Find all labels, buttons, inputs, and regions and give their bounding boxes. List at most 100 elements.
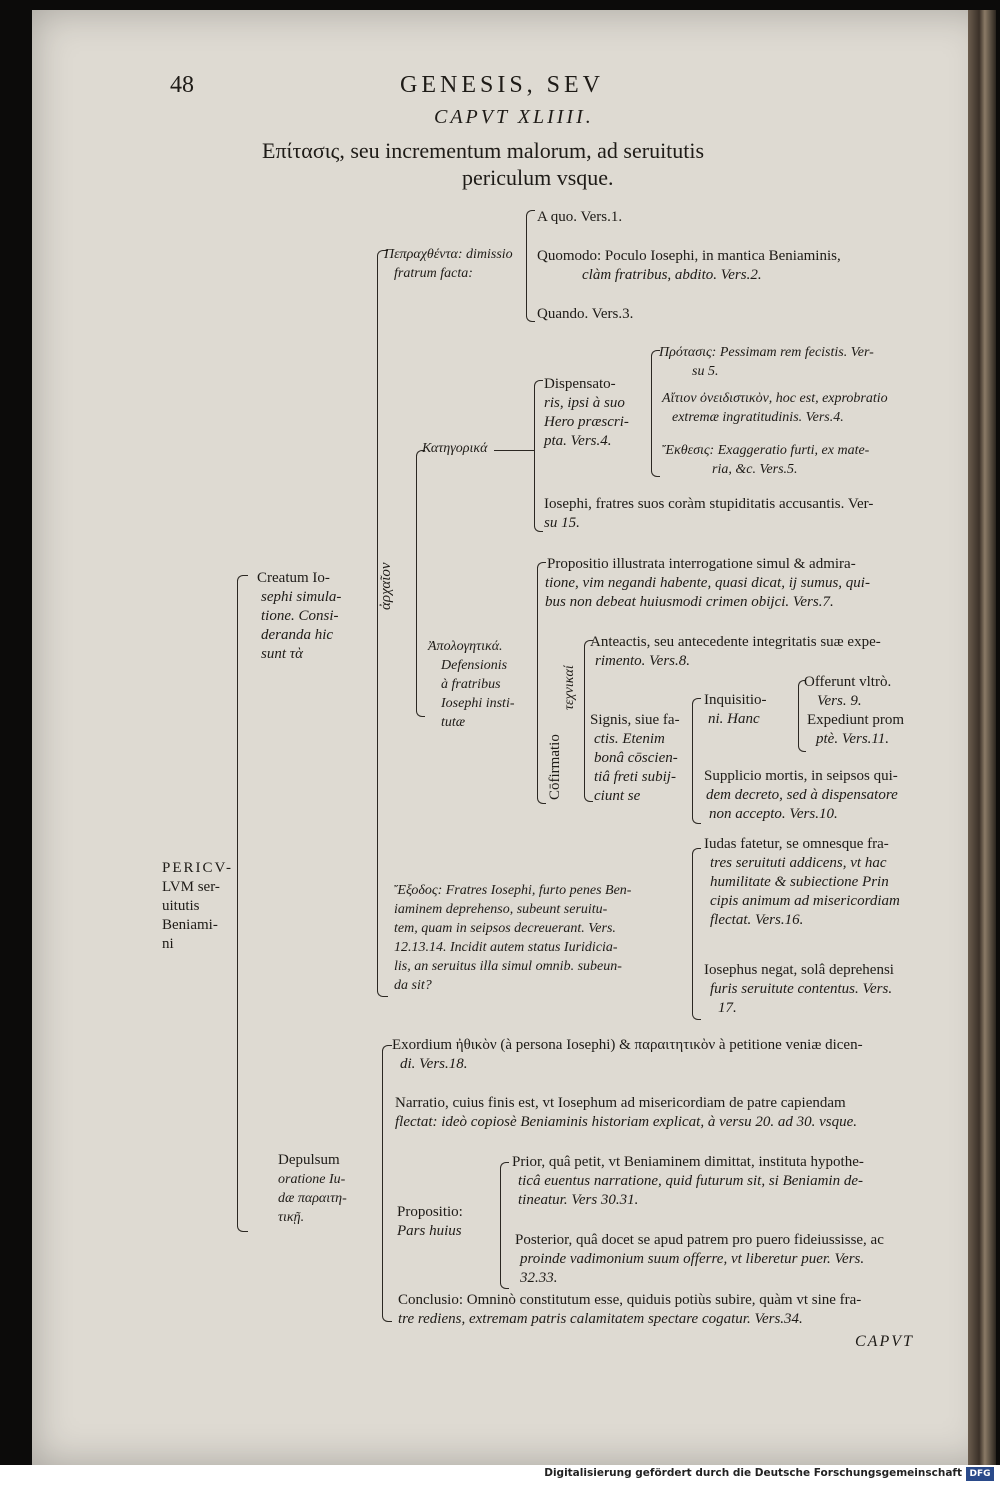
creatum-label: Creatum Io- (257, 570, 330, 586)
iudas-item: tres seruituti addicens, vt hac (710, 855, 887, 871)
signis-label: ctis. Etenim (594, 731, 665, 747)
exordium-item: Exordium ἠθικὸν (à persona Iosephi) & πα… (392, 1037, 863, 1053)
confirmatio-bracket (584, 640, 593, 802)
exodos-bracket (692, 848, 701, 1020)
protasis-item: su 5. (692, 364, 719, 379)
root-label: ni (162, 936, 174, 952)
exodos-item: tem, quam in seipsos decreuerant. Vers. (394, 921, 616, 936)
footer-credit: Digitalisierung gefördert durch die Deut… (544, 1467, 962, 1479)
dispensatoris-bracket (651, 350, 660, 477)
exodos-item: Ἔξοδος: Fratres Iosephi, furto penes Ben… (394, 883, 632, 898)
ekthesis-item: Ἔκθεσις: Exaggeratio furti, ex mate- (662, 443, 870, 458)
apologetika-label: Ἀπολογητικά. (428, 639, 503, 654)
confirmatio-vertical-label: Cōfirmatio (547, 734, 563, 800)
signis-label: ciunt se (594, 788, 641, 804)
posterior-item: 32.33. (520, 1270, 558, 1286)
narratio-item: Narratio, cuius finis est, vt Iosephum a… (395, 1095, 846, 1111)
iudas-item: flectat. Vers.16. (710, 912, 804, 928)
depulsum-bracket (382, 1045, 392, 1322)
conclusio-item: Conclusio: Omninò constitutum esse, quid… (398, 1292, 862, 1308)
creatum-label: deranda hic (261, 627, 334, 643)
depulsum-label: dæ παραιτη- (278, 1191, 347, 1206)
exodos-item: iaminem deprehenso, subeunt seruitu- (394, 902, 608, 917)
posterior-item: proinde vadimonium suum offerre, vt libe… (520, 1251, 865, 1267)
praechthenta-label: fratrum facta: (394, 266, 473, 281)
iudas-item: cipis animum ad misericordiam (710, 893, 900, 909)
apologetika-bracket (537, 562, 546, 804)
supplicio-item: Supplicio mortis, in seipsos qui- (704, 768, 898, 784)
page-edge (968, 10, 996, 1465)
narratio-item: flectat: ideò copiosè Beniaminis histori… (395, 1114, 857, 1130)
exodos-item: 12.13.14. Incidit autem status Iuridicia… (394, 940, 618, 955)
praechthenta-bracket (526, 210, 535, 322)
depulsum-label: τικῇ. (278, 1210, 305, 1225)
iudas-item: humilitate & subiectione Prin (710, 874, 889, 890)
dispensatoris-label: Dispensato- (544, 376, 616, 392)
book-page: 48 GENESIS, SEV CAPVT XLIIII. Επίτασις, … (32, 10, 990, 1465)
signis-label: Signis, siue fa- (590, 712, 680, 728)
propositio-item: tione, vim negandi habente, quasi dicat,… (545, 575, 870, 591)
depulsum-propositio-label: Propositio: (397, 1204, 463, 1220)
ekthesis-item: ria, &c. Vers.5. (712, 462, 798, 477)
prior-item: tineatur. Vers 30.31. (518, 1192, 639, 1208)
inquisitioni-label: Inquisitio- (704, 692, 767, 708)
quomodo-item: clàm fratribus, abdito. Vers.2. (582, 267, 762, 283)
iosephus-negat-item: Iosephus negat, solâ deprehensi (704, 962, 894, 978)
inquisitioni-label: ni. Hanc (708, 711, 760, 727)
root-bracket (237, 575, 248, 1232)
dispensatoris-label: Hero præscri- (544, 414, 629, 430)
offerunt-item: Vers. 9. (817, 693, 862, 709)
apologetika-label: tutæ (441, 715, 466, 730)
propositio-item: Propositio illustrata interrogatione sim… (547, 556, 856, 572)
depulsum-label: Depulsum (278, 1152, 340, 1168)
technikai-vertical-label: τεχνικαί (562, 665, 577, 710)
title-line-1: Επίτασις, seu incrementum malorum, ad se… (262, 138, 705, 163)
apologetika-label: Defensionis (441, 658, 508, 673)
root-label: PERICV- (162, 860, 233, 876)
aition-item: extremæ ingratitudinis. Vers.4. (672, 410, 844, 425)
dfg-logo: DFG (966, 1467, 994, 1481)
depulsum-label: oratione Iu- (278, 1172, 346, 1187)
creatum-label: tione. Consi- (261, 608, 339, 624)
creatum-sub-bracket (416, 450, 425, 717)
prior-item: Prior, quâ petit, vt Beniaminem dimittat… (512, 1154, 864, 1170)
quomodo-item: Quomodo: Poculo Iosephi, in mantica Beni… (537, 248, 841, 264)
apologetika-label: Iosephi insti- (441, 696, 515, 711)
creatum-label: sephi simula- (261, 589, 342, 605)
chapter-heading: CAPVT XLIIII. (434, 106, 594, 128)
exodos-item: lis, an seruitus illa simul omnib. subeu… (394, 959, 622, 974)
root-label: uitutis (162, 898, 200, 914)
anteactis-item: Anteactis, seu antecedente integritatis … (590, 634, 881, 650)
catchword: CAPVT (855, 1333, 914, 1350)
prior-item: ticâ euentus narratione, quid futurum si… (518, 1173, 863, 1189)
dispensatoris-label: pta. Vers.4. (544, 433, 612, 449)
exordium-item: di. Vers.18. (400, 1056, 468, 1072)
root-label: LVM ser- (162, 879, 220, 895)
depulsum-propositio-label: Pars huius (397, 1223, 462, 1239)
dispensatoris-label: ris, ipsi à suo (544, 395, 625, 411)
title-line-2: periculum vsque. (462, 165, 614, 190)
iosephi-accusantis-item: su 15. (544, 515, 580, 531)
iosephus-negat-item: 17. (718, 1000, 737, 1016)
signis-label: bonâ cōscien- (594, 750, 678, 766)
digitization-footer: Digitalisierung gefördert durch die Deut… (0, 1465, 1000, 1485)
quando-item: Quando. Vers.3. (537, 306, 634, 322)
offerunt-item: Offerunt vltrò. (804, 674, 892, 690)
iosephus-negat-item: furis seruitute contentus. Vers. (710, 981, 893, 997)
kategorika-label: Κατηγορικά (422, 441, 488, 456)
creatum-label: sunt τὰ (261, 646, 303, 662)
root-label: Beniami- (162, 917, 218, 933)
exodos-item: da sit? (394, 978, 432, 993)
anteactis-item: rimento. Vers.8. (595, 653, 690, 669)
signis-bracket (692, 698, 701, 824)
iosephi-accusantis-item: Iosephi, fratres suos coràm stupiditatis… (544, 496, 874, 512)
posterior-item: Posterior, quâ docet se apud patrem pro … (515, 1232, 884, 1248)
praechthenta-label: Πεπραχθέντα: dimissio (384, 247, 513, 262)
expediunt-item: ptè. Vers.11. (816, 731, 890, 747)
apologetika-label: à fratribus (441, 677, 501, 692)
inquisitioni-bracket (798, 680, 806, 752)
protasis-item: Πρότασις: Pessimam rem fecistis. Ver- (659, 345, 874, 360)
propositio-item: bus non debeat huiusmodi crimen obijci. … (545, 594, 834, 610)
a-quo-item: A quo. Vers.1. (537, 209, 623, 225)
page-number: 48 (170, 72, 194, 98)
